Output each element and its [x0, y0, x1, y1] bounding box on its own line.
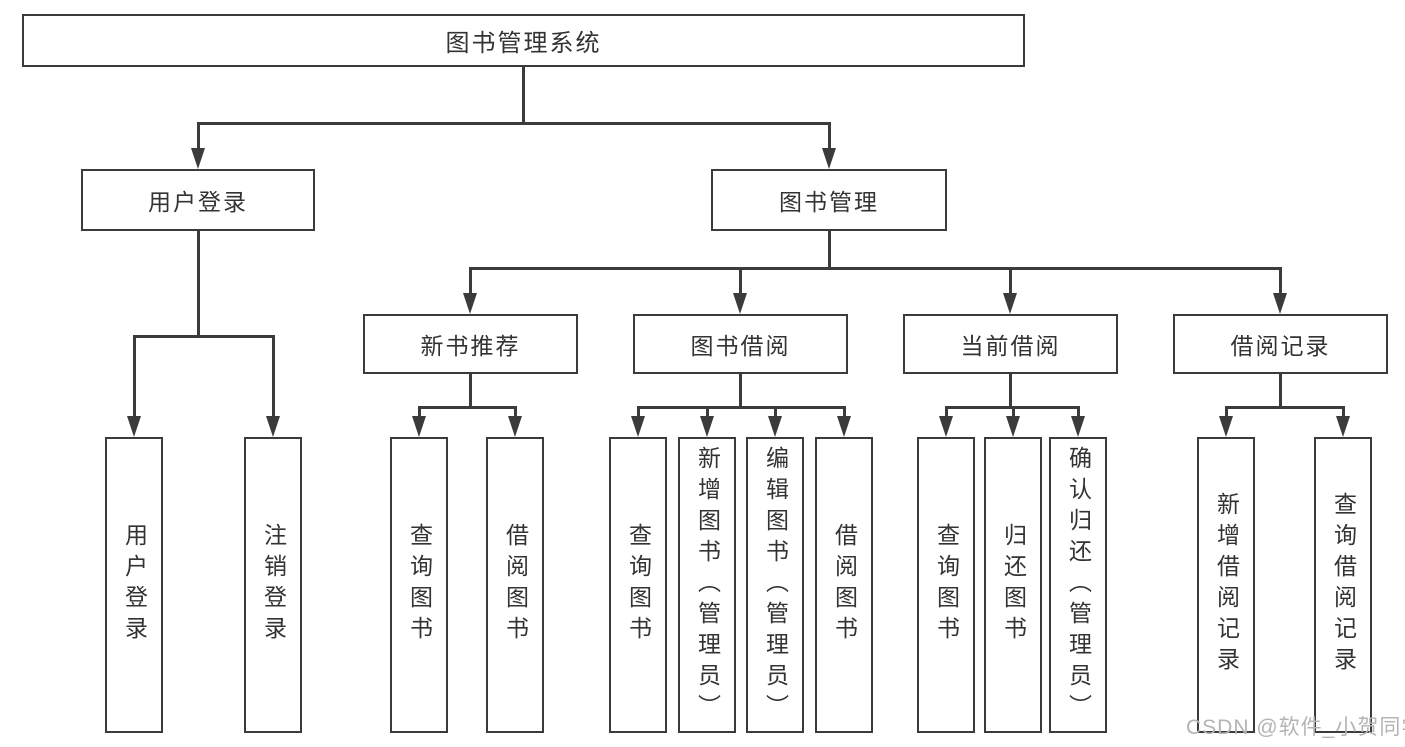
leaf-return-books: 归还图书 [984, 437, 1042, 733]
connector-line [1076, 406, 1080, 417]
node-borrow-records: 借阅记录 [1173, 314, 1388, 374]
arrow-down-icon [1218, 416, 1233, 437]
leaf-label: 查询借阅记录 [1330, 492, 1357, 678]
arrow-down-icon [507, 416, 522, 437]
node-user-login-label: 用户登录 [148, 189, 248, 215]
connector-line [1009, 374, 1012, 406]
arrow-down-icon [1003, 293, 1017, 314]
connector-line [773, 406, 777, 417]
arrow-down-icon [938, 416, 953, 437]
leaf-label: 编辑图书（管理员） [762, 445, 789, 725]
leaf-label: 新增借阅记录 [1213, 492, 1240, 678]
arrow-down-icon [1070, 416, 1085, 437]
leaf-query-books-recommend: 查询图书 [390, 437, 448, 733]
leaf-label: 注销登录 [260, 523, 287, 647]
leaf-label: 查询图书 [933, 523, 960, 647]
node-root-label: 图书管理系统 [445, 30, 602, 57]
connector-line [1224, 406, 1345, 409]
leaf-add-books-admin: 新增图书（管理员） [678, 437, 736, 733]
arrow-down-icon [126, 416, 141, 437]
leaf-borrow-books: 借阅图书 [815, 437, 873, 733]
leaf-borrow-books-recommend: 借阅图书 [486, 437, 544, 733]
connector-line [636, 406, 640, 417]
leaf-label: 确认归还（管理员） [1065, 445, 1092, 725]
connector-line [1341, 406, 1345, 417]
arrow-down-icon [733, 293, 747, 314]
arrow-down-icon [1273, 293, 1287, 314]
node-borrow-records-label: 借阅记录 [1230, 333, 1331, 359]
arrow-down-icon [836, 416, 851, 437]
leaf-confirm-return-admin: 确认归还（管理员） [1049, 437, 1107, 733]
leaf-label: 归还图书 [1000, 523, 1027, 647]
connector-line [827, 122, 831, 149]
leaf-edit-books-admin: 编辑图书（管理员） [746, 437, 804, 733]
connector-line [636, 406, 846, 409]
arrow-down-icon [821, 148, 836, 169]
connector-line [827, 231, 831, 267]
node-new-book-recommend-label: 新书推荐 [420, 333, 521, 359]
connector-line [521, 67, 525, 122]
connector-line [132, 335, 275, 338]
arrow-down-icon [767, 416, 782, 437]
leaf-query-books-current: 查询图书 [917, 437, 975, 733]
leaf-label: 新增图书（管理员） [694, 445, 721, 725]
connector-line [469, 267, 1282, 270]
connector-line [469, 374, 472, 406]
leaf-label: 借阅图书 [831, 523, 858, 647]
node-book-borrow-label: 图书借阅 [690, 333, 791, 359]
connector-line [469, 267, 472, 293]
connector-line [842, 406, 846, 417]
connector-line [1011, 406, 1015, 417]
connector-line [196, 122, 831, 125]
connector-line [739, 267, 742, 293]
leaf-label: 借阅图书 [502, 523, 529, 647]
node-user-login: 用户登录 [81, 169, 315, 231]
connector-line [271, 335, 275, 416]
connector-line [1279, 374, 1282, 406]
arrow-down-icon [265, 416, 280, 437]
leaf-user-login: 用户登录 [105, 437, 163, 733]
arrow-down-icon [1005, 416, 1020, 437]
leaf-add-borrow-record: 新增借阅记录 [1197, 437, 1255, 733]
leaf-label: 用户登录 [121, 523, 148, 647]
leaf-logout: 注销登录 [244, 437, 302, 733]
connector-line [132, 335, 136, 416]
node-root: 图书管理系统 [22, 14, 1025, 67]
arrow-down-icon [411, 416, 426, 437]
arrow-down-icon [630, 416, 645, 437]
node-current-borrow: 当前借阅 [903, 314, 1118, 374]
arrow-down-icon [699, 416, 714, 437]
connector-line [417, 406, 517, 409]
arrow-down-icon [1335, 416, 1350, 437]
node-book-borrow: 图书借阅 [633, 314, 848, 374]
node-new-book-recommend: 新书推荐 [363, 314, 578, 374]
watermark-text: CSDN @软件_小贺同学 [1186, 716, 1405, 739]
connector-line [739, 374, 742, 406]
node-current-borrow-label: 当前借阅 [960, 333, 1061, 359]
connector-line [417, 406, 421, 417]
connector-line [196, 122, 200, 149]
connector-line [513, 406, 517, 417]
connector-line [1224, 406, 1228, 417]
leaf-query-borrow-record: 查询借阅记录 [1314, 437, 1372, 733]
connector-line [705, 406, 709, 417]
leaf-query-books-borrow: 查询图书 [609, 437, 667, 733]
connector-line [196, 231, 200, 335]
arrow-down-icon [463, 293, 477, 314]
arrow-down-icon [190, 148, 205, 169]
connector-line [1279, 267, 1282, 293]
leaf-label: 查询图书 [406, 523, 433, 647]
connector-line [944, 406, 948, 417]
connector-line [1009, 267, 1012, 293]
node-book-management: 图书管理 [711, 169, 947, 231]
leaf-label: 查询图书 [625, 523, 652, 647]
node-book-management-label: 图书管理 [779, 189, 879, 215]
